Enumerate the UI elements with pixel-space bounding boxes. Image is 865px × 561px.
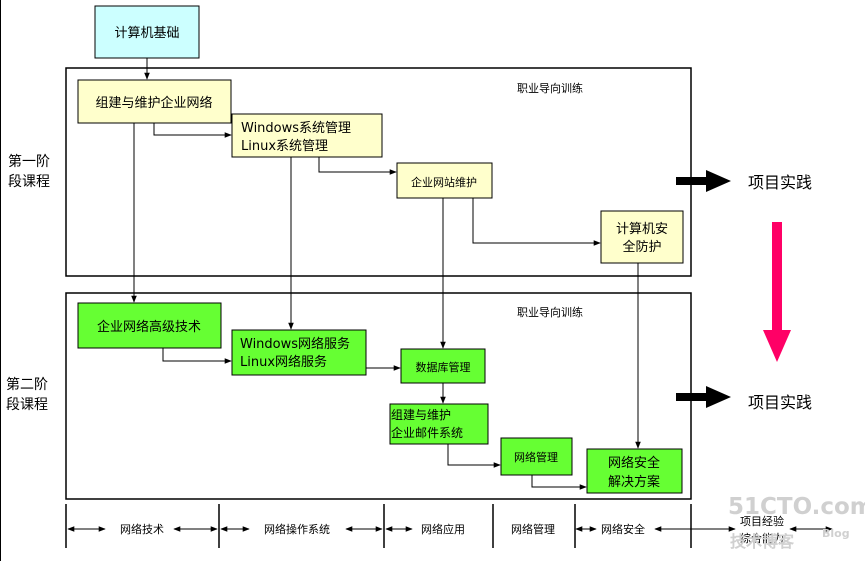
- stage1-label-line1: 第一阶: [8, 153, 50, 170]
- stage1-practice-label: 项目实践: [748, 173, 812, 192]
- watermark-sub: 技术博客: [730, 532, 795, 551]
- node-network-management-box: [500, 437, 573, 476]
- node-enterprise-network-label: 组建与维护企业网络: [95, 95, 212, 111]
- stage2-practice: 项目实践: [676, 386, 812, 412]
- watermark-blog: Blog: [822, 527, 850, 540]
- node-enterprise-network: 组建与维护企业网络: [77, 79, 232, 124]
- watermark-site: 51CTO.com: [728, 494, 865, 520]
- stage1-label-line2: 段课程: [8, 174, 50, 190]
- stage2-label-line2: 段课程: [6, 397, 48, 413]
- node-computer-security: 计算机安 全防护: [600, 210, 684, 264]
- stage2-practice-arrow: [676, 386, 731, 408]
- connector-advanced-to-services: [162, 348, 232, 364]
- node-security-solution-line1: 网络安全: [608, 455, 660, 471]
- node-windows-services-label: Windows网络服务: [240, 336, 350, 352]
- node-computer-security-line1: 计算机安: [616, 222, 668, 237]
- node-mail-system-line2: 企业邮件系统: [391, 425, 463, 440]
- watermark: 51CTO.com 技术博客 Blog: [728, 494, 865, 551]
- node-computer-basics-label: 计算机基础: [114, 26, 179, 41]
- node-computer-basics-box: [94, 5, 200, 59]
- node-computer-security-line2: 全防护: [622, 239, 661, 255]
- node-mail-system-line1: 组建与维护: [391, 408, 451, 422]
- node-advanced-network-box: [77, 302, 222, 349]
- node-security-solution: 网络安全 解决方案: [586, 448, 683, 494]
- node-website-maintenance: 企业网站维护: [396, 162, 493, 199]
- node-database-management: 数据库管理: [400, 348, 486, 384]
- timeline-last-line1: 项目经验: [740, 514, 784, 528]
- node-network-management-label: 网络管理: [514, 450, 558, 464]
- connector-mail-to-management: [447, 444, 501, 468]
- node-network-services: Windows网络服务 Linux网络服务: [231, 329, 367, 376]
- stage1-tag: 职业导向训练: [517, 81, 583, 95]
- node-advanced-network: 企业网络高级技术: [77, 302, 222, 349]
- red-progression-arrow: [763, 222, 791, 362]
- connectors: [131, 58, 641, 490]
- connector-website-to-security: [472, 198, 601, 246]
- stage1-label: 第一阶 段课程: [8, 153, 50, 190]
- node-website-maintenance-label: 企业网站维护: [411, 175, 477, 189]
- node-mail-system-box: [389, 403, 489, 445]
- timeline-segment-network-apps: 网络应用: [421, 522, 465, 536]
- node-network-management: 网络管理: [500, 437, 573, 476]
- node-enterprise-network-box: [77, 79, 232, 124]
- timeline-segment-network-security: 网络安全: [601, 522, 645, 536]
- node-linux-admin-label: Linux系统管理: [241, 139, 328, 154]
- timeline-segment-network-mgmt: 网络管理: [511, 522, 555, 536]
- node-network-services-box: [231, 329, 367, 376]
- node-database-management-label: 数据库管理: [416, 360, 471, 374]
- node-system-admin-box: [231, 113, 383, 158]
- stage1-frame: [65, 67, 692, 277]
- node-security-solution-line2: 解决方案: [608, 474, 660, 490]
- node-computer-basics: 计算机基础: [94, 5, 200, 59]
- timeline: 网络技术 网络操作系统 网络应用 网络管理 网络安全 项目经验 综合能力: [65, 504, 833, 548]
- stage2-practice-label: 项目实践: [748, 393, 812, 412]
- node-advanced-network-label: 企业网络高级技术: [97, 319, 201, 335]
- node-windows-admin-label: Windows系统管理: [241, 121, 351, 136]
- stage1-practice: 项目实践: [676, 170, 812, 192]
- stage2-tag: 职业导向训练: [517, 305, 583, 319]
- connector-sysadmin-to-website: [318, 157, 397, 175]
- connector-management-to-solution: [531, 475, 587, 490]
- stage2-label-line1: 第二阶: [6, 376, 48, 393]
- stage1-practice-arrow: [676, 170, 731, 192]
- node-mail-system: 组建与维护 企业邮件系统: [389, 403, 489, 445]
- timeline-segment-network-os: 网络操作系统: [264, 522, 330, 536]
- node-database-management-box: [400, 348, 486, 384]
- connector-network-to-sysadmin: [153, 123, 232, 138]
- node-computer-security-box: [600, 210, 684, 264]
- node-system-admin: Windows系统管理 Linux系统管理: [231, 113, 383, 158]
- timeline-last-line2: 综合能力: [740, 531, 784, 545]
- node-linux-services-label: Linux网络服务: [240, 354, 327, 370]
- node-security-solution-box: [586, 448, 683, 494]
- node-website-maintenance-box: [396, 162, 493, 199]
- timeline-segment-network-tech: 网络技术: [120, 522, 164, 536]
- stage2-label: 第二阶 段课程: [6, 376, 48, 413]
